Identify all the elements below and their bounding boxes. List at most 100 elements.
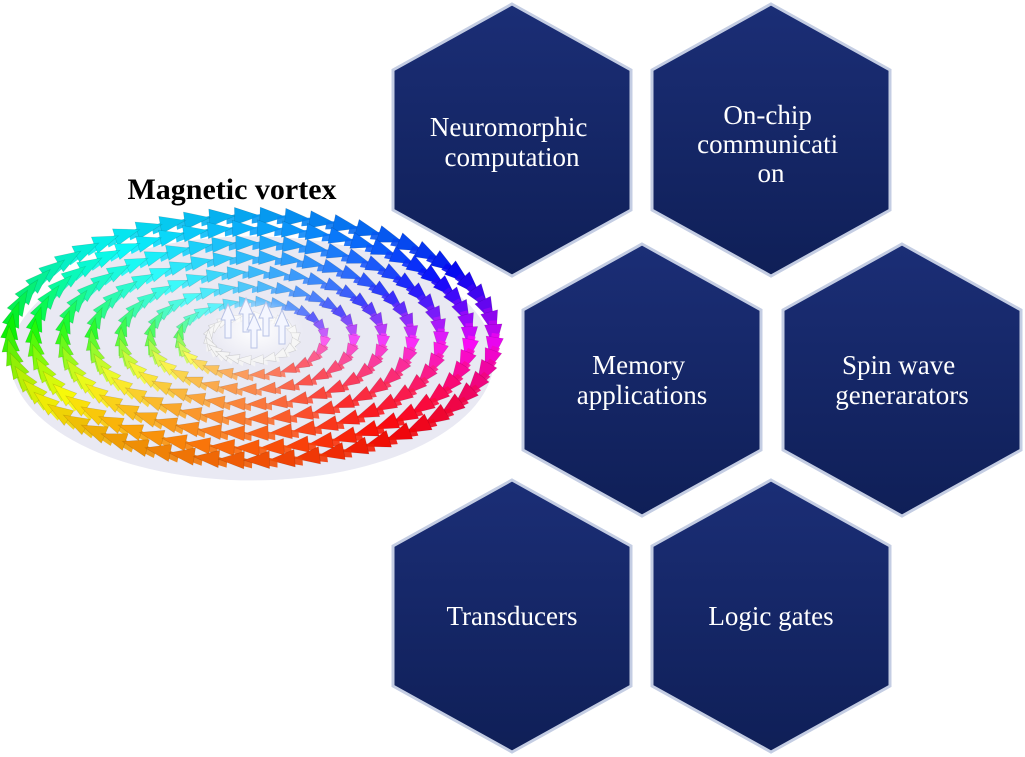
vortex-arrow-head: [246, 396, 267, 411]
hex-label-line: Transducers: [447, 601, 578, 631]
vortex-arrow-head: [279, 362, 298, 374]
vortex-arrow-head: [246, 410, 269, 426]
hexagon-shape: [391, 2, 633, 278]
vortex-arrow-head: [292, 285, 312, 298]
vortex-arrow-head: [283, 435, 310, 453]
vortex-arrow-head: [199, 287, 219, 300]
vortex-arrow-head: [225, 396, 246, 411]
vortex-arrow-head: [181, 225, 209, 243]
vortex-arrow-head: [244, 424, 269, 442]
hex-label: Spin wave generarators: [835, 350, 968, 410]
vortex-arrow-head: [197, 423, 223, 441]
vortex-arrow-head: [389, 383, 415, 404]
vortex-arrow-head: [355, 401, 381, 419]
vortex-arrow-head: [304, 349, 322, 365]
vortex-core-arrow: [258, 300, 274, 337]
hex-label-line: Logic gates: [708, 601, 833, 631]
hex-tile-on-chip: On-chip communicati on: [650, 2, 892, 278]
vortex-arrow-head: [159, 402, 183, 418]
hexagon-shape: [781, 242, 1023, 518]
vortex-core-arrow: [274, 308, 290, 345]
vortex-arrow-head: [280, 251, 303, 267]
vortex-arrow-head: [340, 264, 364, 280]
vortex-arrow-head: [258, 437, 285, 456]
vortex-core-arrow: [246, 312, 262, 349]
hex-label: Neuromorphic computation: [430, 112, 594, 172]
vortex-arrow-head: [235, 250, 258, 266]
vortex-arrow-head: [409, 393, 436, 415]
vortex-arrow-head: [187, 240, 213, 257]
vortex-arrow-head: [373, 412, 401, 430]
hex-label-line: Spin wave: [842, 350, 955, 380]
vortex-arrow-head: [204, 395, 226, 410]
vortex-arrow-head: [330, 426, 358, 444]
vortex-arrow-head: [335, 409, 361, 425]
vortex-arrow-head: [323, 359, 343, 376]
vortex-arrow-head: [189, 255, 213, 271]
hex-label-line: communicati: [697, 129, 838, 159]
vortex-arrow-head: [338, 284, 360, 300]
vortex-arrow-head: [369, 238, 397, 256]
vortex-arrow-head: [307, 289, 328, 303]
vortex-arrow-head: [161, 434, 188, 452]
vortex-arrow-head: [268, 448, 296, 468]
vortex-arrow-head: [384, 422, 414, 441]
hex-label-line: computation: [445, 142, 580, 172]
vortex-arrow-head: [237, 280, 257, 294]
hex-tile-memory: Memory applications: [521, 242, 763, 518]
vortex-arrow-head: [268, 408, 292, 424]
vortex-arrow-head: [306, 385, 328, 400]
vortex-arrow-head: [231, 368, 250, 381]
vortex-arrow-head: [281, 235, 307, 253]
vortex-arrow-head: [296, 304, 314, 318]
vortex-arrow-head: [221, 425, 246, 442]
vortex-arrow-head: [293, 373, 314, 386]
vortex-arrow-head: [234, 207, 262, 226]
vortex-arrow-head: [349, 231, 377, 249]
vortex-arrow-head: [321, 296, 341, 312]
vortex-arrow-head: [217, 283, 238, 296]
hexagon-shape: [650, 2, 892, 278]
vortex-arrow-head: [373, 393, 399, 412]
vortex-arrow-head: [356, 271, 380, 289]
vortex-arrow-head: [226, 266, 248, 281]
vortex-arrow-head: [248, 265, 269, 279]
vortex-arrow-head: [212, 252, 236, 268]
vortex-arrow-head: [267, 394, 288, 409]
vortex-arrow-head: [353, 362, 374, 381]
vortex-arrow-head: [323, 277, 346, 292]
vortex-arrow-head: [218, 382, 238, 396]
vortex-arrow-head: [366, 376, 389, 396]
vortex-arrow-head: [259, 206, 287, 226]
vortex-arrow-head: [258, 249, 281, 265]
hex-label-line: applications: [577, 380, 707, 410]
vortex-arrow-head: [209, 438, 236, 457]
hex-label: Transducers: [447, 601, 578, 631]
vortex-arrow-head: [184, 437, 212, 455]
hex-label-line: Memory: [592, 350, 685, 380]
vortex-arrow-head: [257, 381, 277, 395]
vortex-arrow-head: [280, 220, 308, 238]
vortex-arrow-head: [352, 419, 380, 437]
hexagon-shape: [650, 478, 892, 754]
hex-label-line: Neuromorphic: [430, 112, 587, 142]
vortex-arrow-head: [404, 413, 433, 434]
diagram-title: Magnetic vortex: [127, 173, 336, 206]
hex-label-line: on: [758, 158, 786, 188]
vortex-arrow-head: [167, 388, 189, 402]
vortex-arrow-head: [223, 411, 246, 427]
vortex-arrow-head: [216, 367, 234, 380]
vortex-arrow-head: [312, 400, 336, 415]
vortex-arrow-head: [217, 450, 245, 470]
hexagon-shape: [391, 478, 633, 754]
vortex-arrow-head: [206, 221, 233, 240]
vortex-arrow-head: [201, 409, 224, 425]
vortex-arrow-head: [256, 280, 276, 294]
vortex-arrow-head: [234, 439, 260, 457]
vortex-arrow-head: [268, 265, 290, 280]
vortex-arrow-head: [287, 391, 309, 405]
vortex-arrow-head: [288, 267, 310, 282]
vortex-arrow-head: [242, 450, 270, 469]
hex-label-line: generarators: [835, 380, 968, 410]
